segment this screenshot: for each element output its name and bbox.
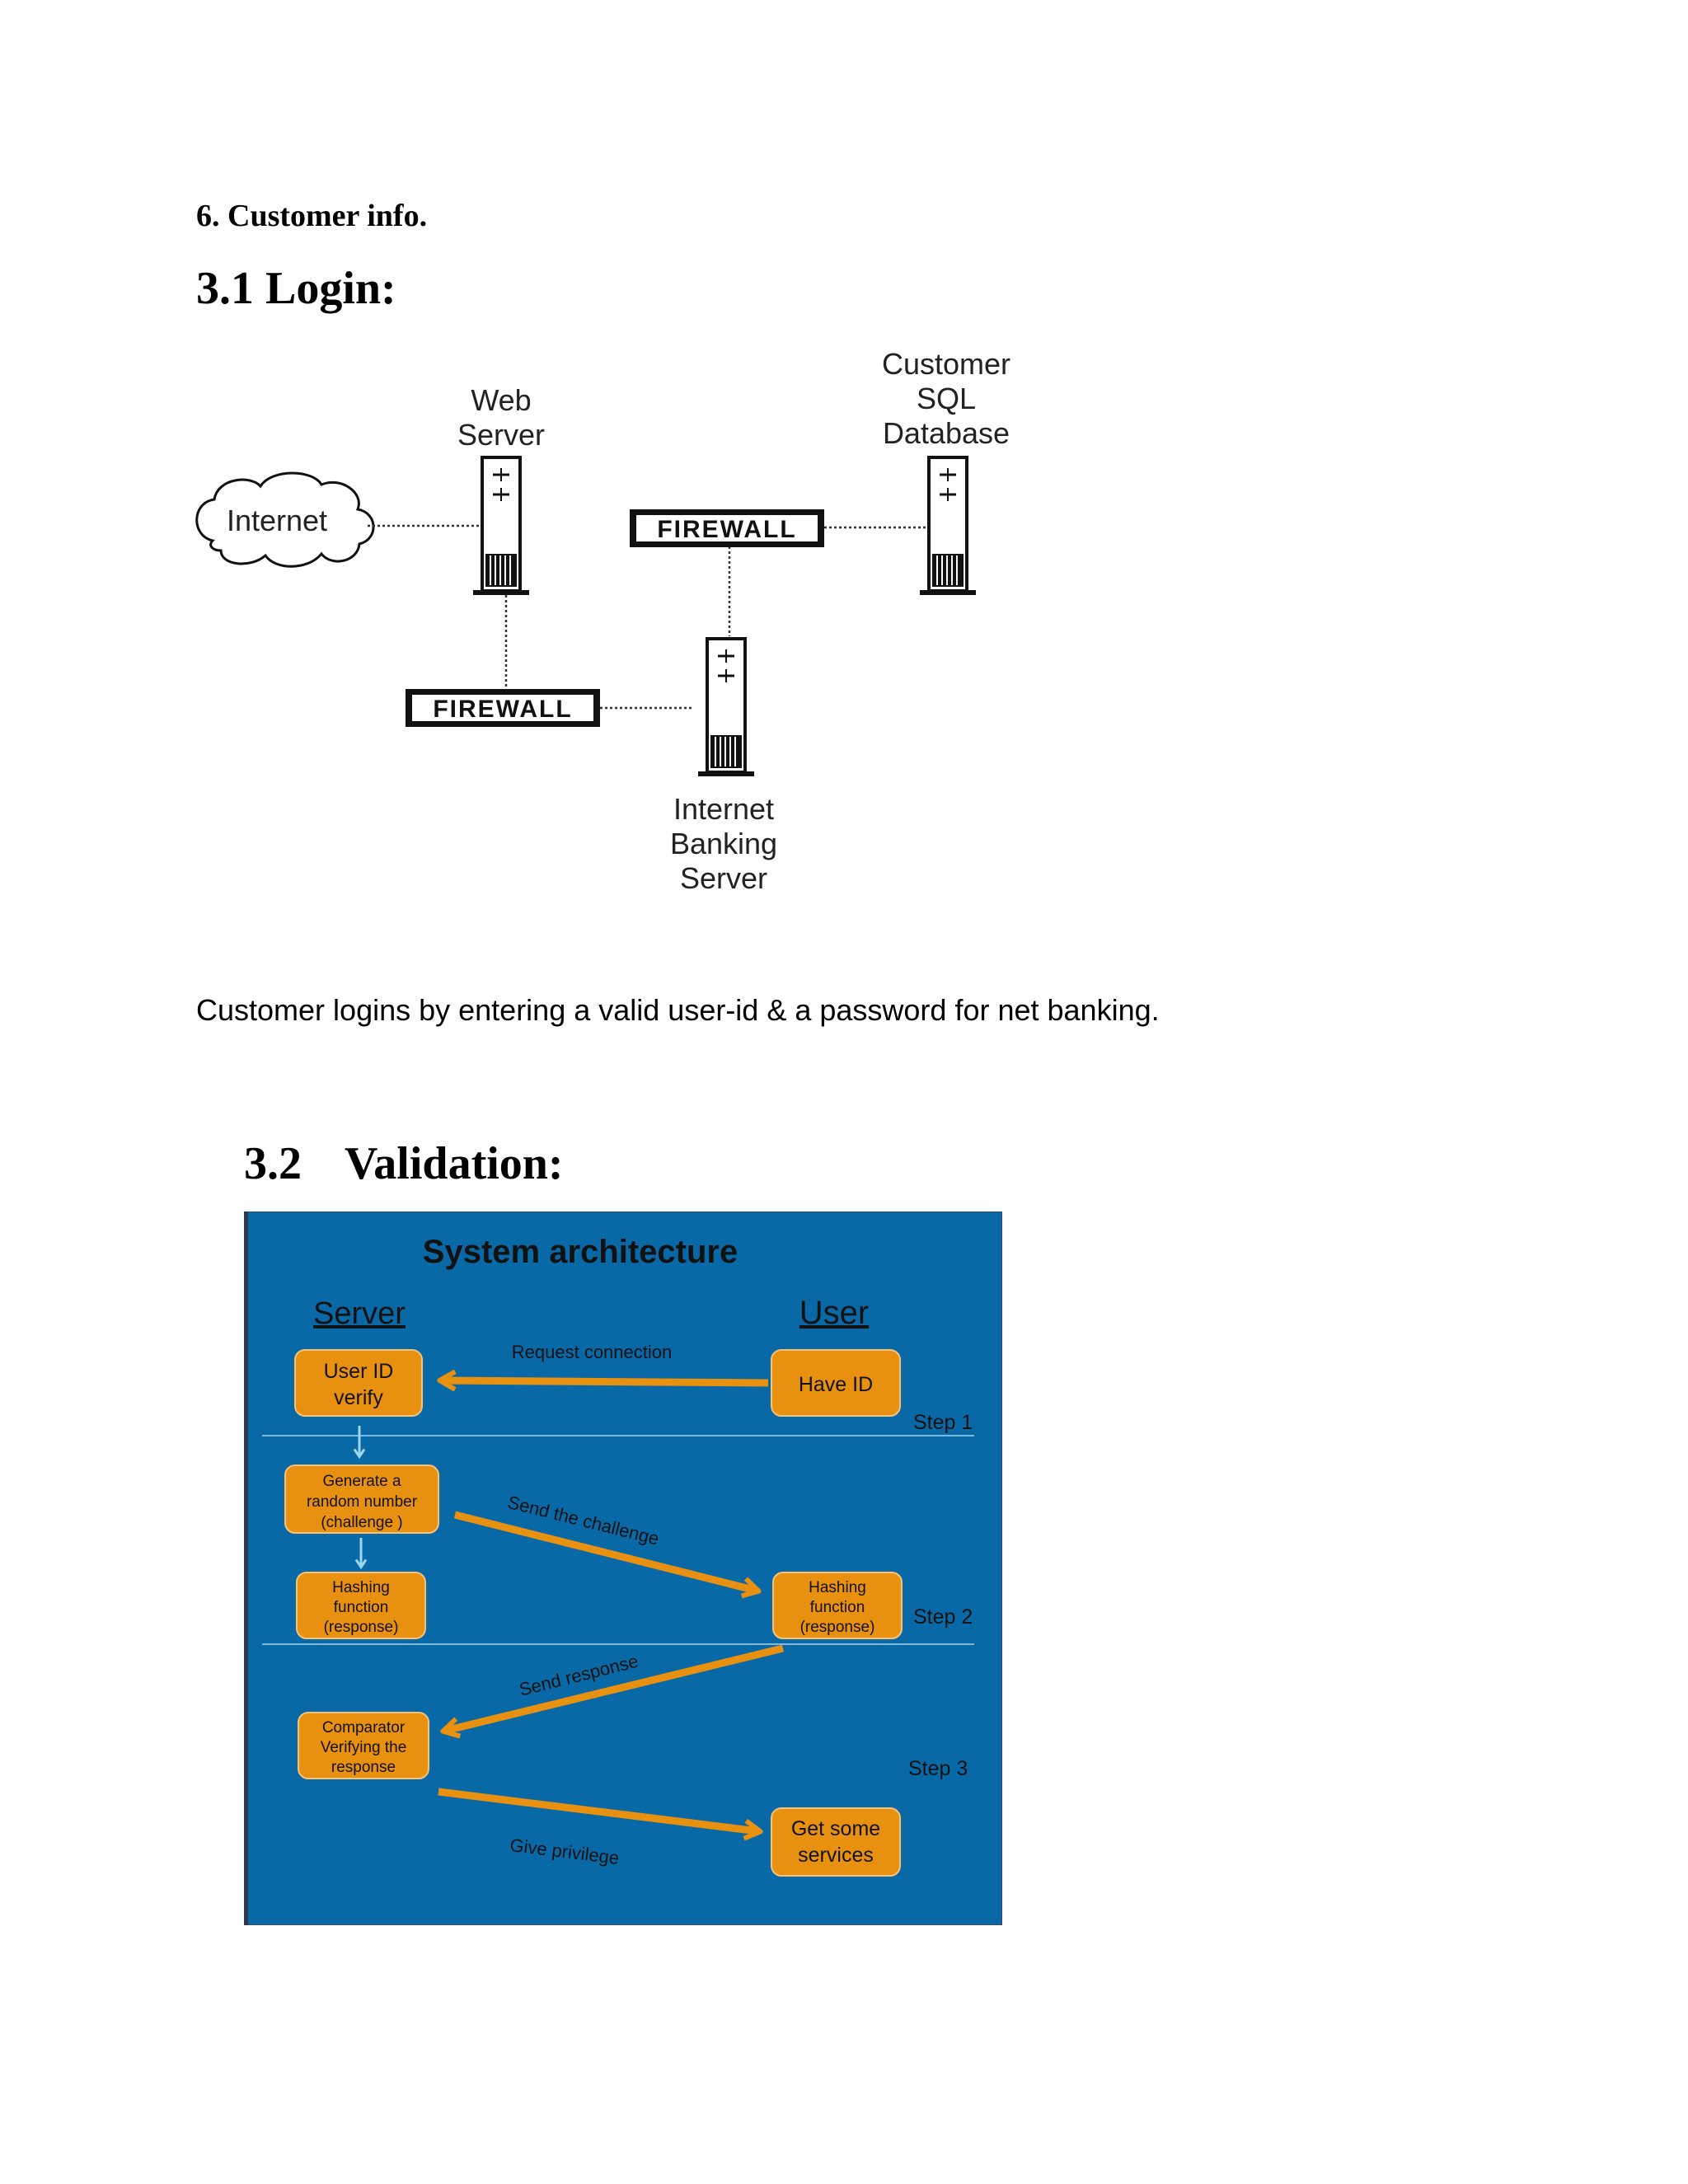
validation-heading-text: Validation: xyxy=(345,1138,564,1189)
arrow-request-connection xyxy=(437,1369,769,1392)
box-line: Hashing xyxy=(332,1579,390,1596)
box-user-id-verify: User ID verify xyxy=(294,1349,423,1417)
database-server: Customer SQL Database xyxy=(882,347,1010,595)
internet-label: Internet xyxy=(227,504,327,537)
firewall-top: FIREWALL xyxy=(630,509,824,547)
server-column-label: Server xyxy=(313,1296,406,1331)
login-description: Customer logins by entering a valid user… xyxy=(196,993,1160,1027)
box-line: User ID xyxy=(324,1360,394,1383)
banking-label-3: Server xyxy=(680,861,767,895)
box-line: Comparator xyxy=(322,1719,406,1736)
box-line: function xyxy=(334,1599,389,1616)
box-line: Get some xyxy=(791,1817,880,1840)
box-line: verify xyxy=(334,1386,383,1409)
box-line: services xyxy=(798,1844,874,1867)
box-have-id: Have ID xyxy=(771,1349,901,1417)
database-label-1: Customer xyxy=(882,347,1010,381)
box-line: Generate a xyxy=(322,1473,401,1490)
user-column-label: User xyxy=(799,1295,869,1331)
step-2-label: Step 2 xyxy=(913,1605,973,1629)
box-line: (challenge ) xyxy=(321,1514,402,1531)
validation-heading-number: 3.2 xyxy=(244,1138,302,1189)
system-architecture-diagram: System architecture Server User User ID … xyxy=(244,1212,1002,1925)
internet-cloud: Internet xyxy=(195,471,375,568)
arrow-send-challenge xyxy=(453,1511,762,1599)
box-line: (response) xyxy=(324,1619,399,1636)
box-line: Hashing xyxy=(809,1579,866,1596)
arrow-request-label: Request connection xyxy=(512,1342,672,1362)
firewall-bottom: FIREWALL xyxy=(406,689,600,727)
banking-label-2: Banking xyxy=(670,827,777,860)
arrow-send-response xyxy=(440,1644,785,1739)
firewall-top-label: FIREWALL xyxy=(657,516,796,543)
web-server-label-2: Server xyxy=(457,418,545,452)
banking-server: Internet Banking Server xyxy=(670,637,777,895)
web-server-label-1: Web xyxy=(471,383,531,417)
box-line: response xyxy=(331,1759,396,1776)
validation-heading: 3.2 Validation: xyxy=(244,1137,564,1190)
box-line: Verifying the xyxy=(321,1739,407,1756)
box-generate-random: Generate a random number (challenge ) xyxy=(284,1465,439,1534)
web-server: Web Server xyxy=(457,383,545,595)
firewall-bottom-label: FIREWALL xyxy=(433,696,572,723)
box-line: random number xyxy=(307,1493,418,1511)
banking-label-1: Internet xyxy=(673,792,774,826)
box-line: function xyxy=(810,1599,865,1616)
database-label-2: SQL xyxy=(917,382,976,415)
box-hashing-server: Hashing function (response) xyxy=(296,1572,426,1639)
database-label-3: Database xyxy=(883,416,1010,450)
box-comparator: Comparator Verifying the response xyxy=(298,1712,429,1779)
login-heading: 3.1 Login: xyxy=(196,263,396,314)
box-line: Have ID xyxy=(799,1373,873,1396)
box-get-services: Get some services xyxy=(771,1807,901,1877)
architecture-background xyxy=(244,1212,1002,1925)
step-1-label: Step 1 xyxy=(913,1411,973,1434)
architecture-title: System architecture xyxy=(423,1234,738,1270)
cloud-shape xyxy=(195,471,375,568)
step-3-label: Step 3 xyxy=(908,1757,968,1780)
box-hashing-user: Hashing function (response) xyxy=(772,1572,903,1639)
arrow-give-privilege xyxy=(438,1788,763,1841)
section-title: 6. Customer info. xyxy=(196,199,428,233)
box-line: (response) xyxy=(800,1619,875,1636)
network-diagram: Internet Web Server FIREWALL Customer S xyxy=(195,347,1010,895)
